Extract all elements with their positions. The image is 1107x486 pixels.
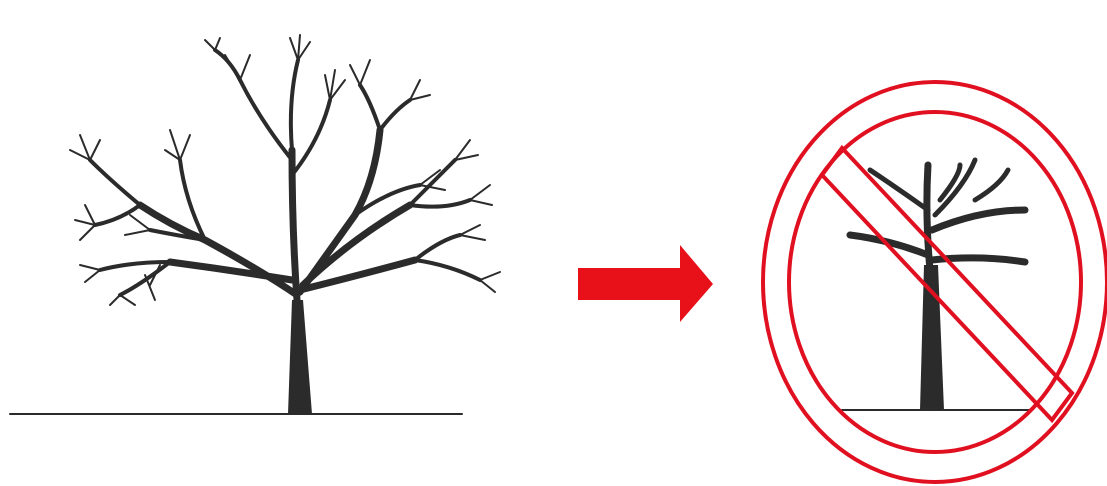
arrow-shape (578, 245, 713, 322)
right-arrow-icon (578, 245, 713, 322)
topped-trunk (920, 265, 944, 410)
topped-tree-icon (842, 160, 1032, 410)
tree-trunk (288, 300, 312, 414)
secondary-limbs (90, 50, 480, 295)
full-tree-icon (10, 35, 500, 414)
